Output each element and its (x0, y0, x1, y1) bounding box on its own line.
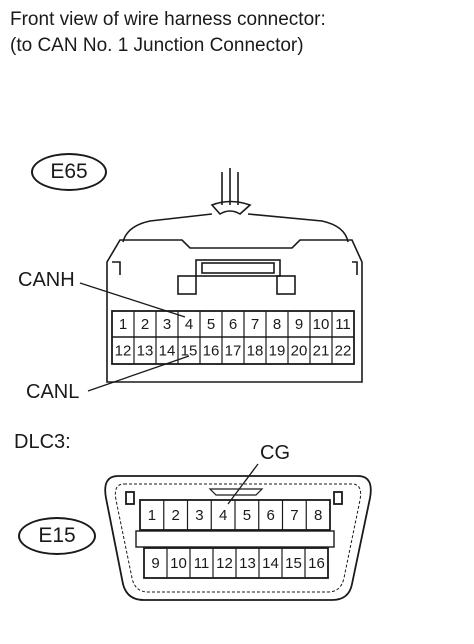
dlc3-pin-14: 14 (262, 555, 279, 572)
dlc3-body (104, 475, 372, 601)
e65-pin-6: 6 (229, 316, 237, 333)
dlc3-key (208, 488, 264, 496)
e65-pin-16: 16 (203, 343, 220, 360)
dlc3-pin-2: 2 (171, 507, 179, 524)
e65-side-tabs (112, 261, 358, 275)
dlc3-connector (104, 475, 372, 601)
dlc3-pin-13: 13 (239, 555, 256, 572)
e65-pin-5: 5 (207, 316, 215, 333)
title-line-2: (to CAN No. 1 Junction Connector) (10, 35, 304, 56)
dlc3-pin-16: 16 (308, 555, 325, 572)
dlc3-pin-11: 11 (194, 555, 210, 572)
dlc3-label: DLC3: (14, 431, 71, 453)
dlc3-pin-8: 8 (314, 507, 322, 524)
dlc3-pin-9: 9 (151, 555, 159, 572)
e65-badge: E65 (31, 153, 107, 191)
e65-pin-13: 13 (137, 343, 154, 360)
e65-connector (106, 168, 363, 383)
dlc3-pin-15: 15 (285, 555, 302, 572)
e65-pin-1: 1 (119, 316, 127, 333)
e65-pin-11: 11 (335, 316, 351, 333)
e65-pin-12: 12 (115, 343, 132, 360)
dlc3-pin-12: 12 (216, 555, 233, 572)
e65-pin-21: 21 (313, 343, 330, 360)
dlc3-pin-5: 5 (243, 507, 251, 524)
dlc3-pin-6: 6 (266, 507, 274, 524)
dlc3-slot-left (125, 491, 135, 505)
canh-leader-line (79, 282, 186, 318)
e15-badge: E15 (18, 517, 96, 555)
dlc3-center-ridge (135, 530, 335, 548)
dlc3-pin-3: 3 (195, 507, 203, 524)
e65-key-left (177, 275, 197, 295)
cg-leader-line (227, 463, 259, 505)
e65-pin-19: 19 (269, 343, 286, 360)
e65-pin-22: 22 (335, 343, 352, 360)
dlc3-pin-7: 7 (290, 507, 298, 524)
e65-latch (195, 259, 281, 277)
e65-pin-9: 9 (295, 316, 303, 333)
canl-label: CANL (26, 381, 80, 403)
canh-label: CANH (18, 269, 75, 291)
e65-pin-3: 3 (163, 316, 171, 333)
e65-pin-7: 7 (251, 316, 259, 333)
title-line-1: Front view of wire harness connector: (10, 9, 326, 30)
e65-pin-10: 10 (313, 316, 330, 333)
canl-leader-line (87, 355, 190, 392)
e65-key-right (276, 275, 296, 295)
e65-pin-2: 2 (141, 316, 149, 333)
e65-pin-15: 15 (181, 343, 198, 360)
e65-wire-harness (221, 168, 239, 205)
e65-cover (122, 213, 349, 243)
e65-pin-8: 8 (273, 316, 281, 333)
e65-wire-boot (210, 200, 252, 216)
dlc3-slot-right (333, 491, 343, 505)
e65-pin-18: 18 (247, 343, 264, 360)
e65-pin-14: 14 (159, 343, 176, 360)
dlc3-inner-rim (114, 483, 362, 593)
e65-pin-17: 17 (225, 343, 242, 360)
cg-label: CG (260, 442, 290, 464)
dlc3-pin-1: 1 (148, 507, 156, 524)
e65-pin-20: 20 (291, 343, 308, 360)
dlc3-pin-10: 10 (170, 555, 187, 572)
e65-pin-4: 4 (185, 316, 193, 333)
e65-latch-inner (201, 262, 275, 274)
e65-body (106, 239, 363, 383)
dlc3-pin-4: 4 (219, 507, 227, 524)
